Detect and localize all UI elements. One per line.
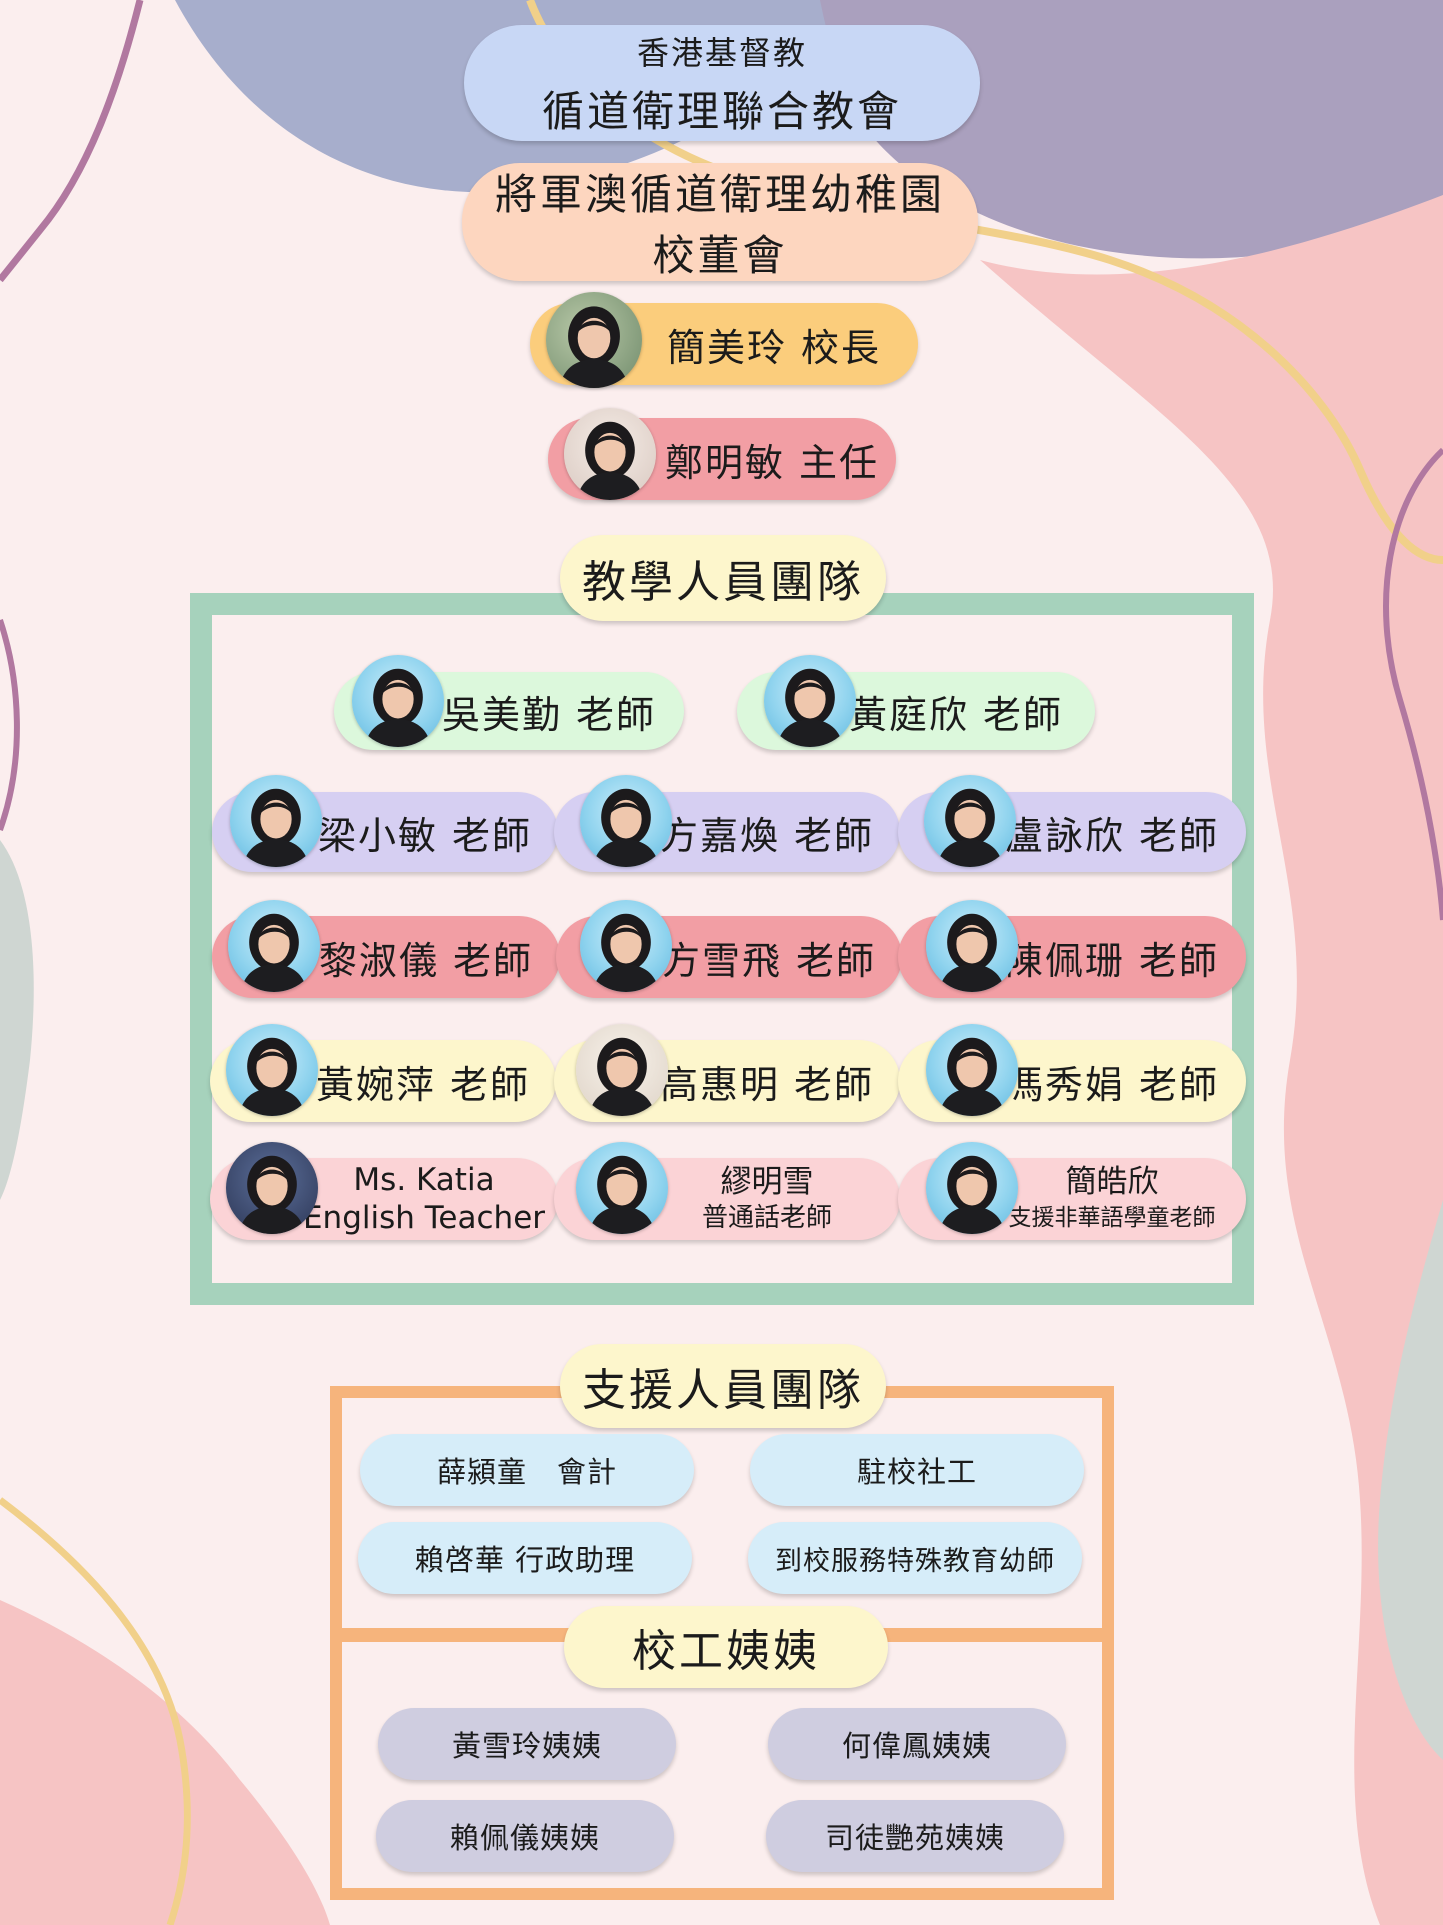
support-team-title-pill: 支援人員團隊 [560,1344,886,1428]
person-icon [588,1037,656,1116]
teacher-avatar [926,1142,1018,1234]
teacher-avatar [228,900,320,992]
line-purple-left [0,0,144,283]
janitor-member: 司徒艷苑姨姨 [824,1821,1005,1855]
teaching-team-title: 教學人員團隊 [582,557,864,608]
teacher-role: 普通話老師 [701,1203,832,1233]
janitor-member: 賴佩儀姨姨 [449,1821,600,1855]
head-avatar [564,408,656,500]
support-member-pill: 薛潁童 會計 [360,1434,694,1506]
teacher-role: 支援非華語學童老師 [1008,1205,1216,1231]
org-line2: 循道衛理聯合教會 [541,86,902,136]
person-icon [559,306,629,388]
org-line1: 香港基督教 [636,33,807,72]
teacher-name: 高惠明 老師 [659,1062,875,1107]
teacher-name: 方嘉煥 老師 [659,813,875,858]
janitor-member-pill: 賴佩儀姨姨 [376,1800,674,1872]
janitor-member-pill: 黃雪玲姨姨 [378,1708,676,1780]
support-member-pill: 到校服務特殊教育幼師 [748,1522,1082,1594]
person-icon [576,421,644,500]
person-icon [938,1155,1006,1234]
person-icon [938,913,1006,992]
line-yellow-bottom [0,1497,191,1925]
person-icon [240,913,308,992]
blob-pink-bottom-left [0,1600,330,1925]
teacher-name: 馮秀娟 老師 [1004,1062,1220,1107]
teacher-name: 陳佩珊 老師 [1004,938,1220,983]
teacher-avatar [580,775,672,867]
person-icon [238,1155,306,1234]
teacher-avatar [926,1024,1018,1116]
teacher-name: 黃庭欣 老師 [848,692,1064,737]
teacher-avatar [924,775,1016,867]
support-member: 到校服務特殊教育幼師 [775,1545,1055,1577]
teacher-avatar [352,655,444,747]
principal-avatar [546,292,642,388]
principal-name: 簡美玲 校長 [666,325,882,370]
person-icon [242,788,310,867]
teacher-name: 簡皓欣 [1065,1164,1159,1200]
teacher-name: 黎淑儀 老師 [318,938,534,983]
support-member: 駐校社工 [856,1455,977,1489]
person-icon [592,788,660,867]
janitor-member: 黃雪玲姨姨 [451,1729,602,1763]
line-purple-right [1383,447,1443,921]
person-icon [238,1037,306,1116]
teacher-name: 黃婉萍 老師 [315,1062,531,1107]
teacher-name: 方雪飛 老師 [661,938,877,983]
teacher-name: 繆明雪 [720,1164,814,1200]
janitor-member-pill: 何偉鳳姨姨 [768,1708,1066,1780]
teacher-name: 梁小敏 老師 [317,813,533,858]
teacher-name: 盧詠欣 老師 [1004,813,1220,858]
teacher-avatar [226,1024,318,1116]
janitor-member: 何偉鳳姨姨 [841,1729,992,1763]
blob-grey-right [1378,1200,1443,1760]
teacher-name: 吳美勤 老師 [441,692,657,737]
teacher-avatar [580,900,672,992]
person-icon [936,788,1004,867]
head-name: 鄭明敏 主任 [664,440,880,485]
blob-pink-right [980,195,1443,1925]
janitor-member-pill: 司徒艷苑姨姨 [766,1800,1064,1872]
teacher-avatar [576,1024,668,1116]
teacher-avatar [926,900,1018,992]
janitor-team-title: 校工姨姨 [632,1626,820,1677]
board-line2: 校董會 [652,231,788,280]
person-icon [938,1037,1006,1116]
janitor-team-title-pill: 校工姨姨 [564,1606,888,1688]
person-icon [592,913,660,992]
teacher-avatar [226,1142,318,1234]
support-member: 薛潁童 會計 [436,1455,617,1489]
teacher-name: Ms. Katia [353,1162,495,1198]
support-member-pill: 賴啓華 行政助理 [358,1522,692,1594]
blob-grey-left [0,840,34,1200]
teaching-team-title-pill: 教學人員團隊 [560,535,886,621]
teacher-avatar [230,775,322,867]
support-member: 賴啓華 行政助理 [414,1543,636,1577]
board-line1: 將軍澳循道衛理幼稚園 [494,170,945,219]
person-icon [364,668,432,747]
person-icon [588,1155,656,1234]
teacher-avatar [576,1142,668,1234]
line-purple-left-mid [0,619,20,832]
org-box: 香港基督教 循道衛理聯合教會 [464,25,980,141]
support-team-title: 支援人員團隊 [582,1365,864,1416]
support-member-pill: 駐校社工 [750,1434,1084,1506]
teacher-avatar [764,655,856,747]
person-icon [776,668,844,747]
teacher-role: English Teacher [302,1200,546,1236]
board-box: 將軍澳循道衛理幼稚園 校董會 [462,163,978,281]
